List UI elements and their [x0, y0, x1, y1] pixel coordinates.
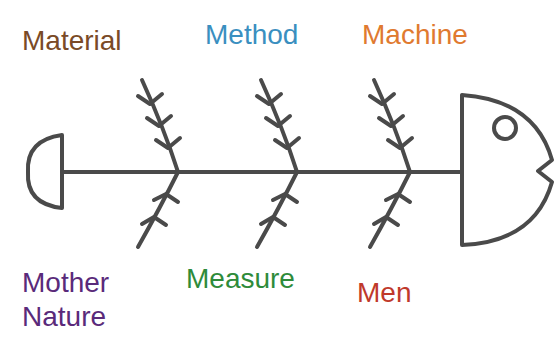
cause-bone — [257, 172, 297, 247]
cause-bone — [257, 80, 299, 172]
category-label: Method — [205, 18, 298, 52]
category-label: Mother Nature — [22, 266, 157, 334]
category-label: Men — [357, 276, 411, 310]
category-label: Measure — [186, 262, 295, 296]
fish-tail — [28, 135, 62, 208]
cause-bone — [370, 80, 412, 172]
cause-bone — [370, 172, 410, 247]
cause-bone — [138, 172, 178, 247]
category-label: Machine — [362, 18, 468, 52]
category-label: Material — [22, 24, 122, 58]
cause-bone — [138, 80, 180, 172]
fish-eye — [494, 117, 516, 139]
fish-head — [462, 95, 552, 245]
fish-spine — [62, 170, 462, 174]
